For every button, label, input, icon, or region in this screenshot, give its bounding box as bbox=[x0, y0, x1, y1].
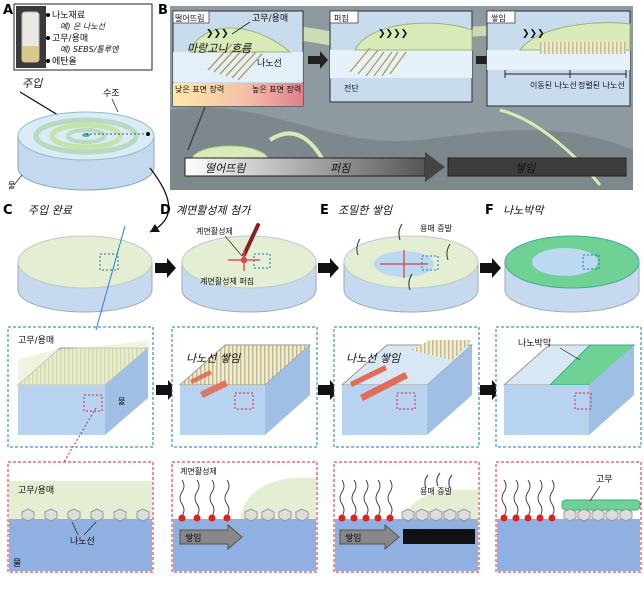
flow-curve bbox=[149, 167, 170, 233]
banner-drop: 떨어뜨림 bbox=[205, 162, 246, 175]
flow-arrows-stack: ❯❯❯ bbox=[522, 29, 545, 39]
rubber-solvent-label-b: 고무/용매 bbox=[252, 13, 288, 24]
panel-f-label: F bbox=[485, 203, 494, 218]
water-bath-label: 수조 bbox=[103, 88, 120, 99]
vial-liquid bbox=[22, 46, 39, 62]
low-tension-label: 낮은 표면 장력 bbox=[175, 84, 224, 94]
water-label-c: 물 bbox=[118, 397, 125, 406]
surfactant-label: 계면활성제 bbox=[196, 226, 233, 236]
row-sections: 고무/용매 나노선 물 계면활성제 쌓임 bbox=[7, 407, 642, 573]
stack-label-e: 쌓임 bbox=[345, 532, 362, 544]
water-label-c2: 물 bbox=[13, 558, 21, 569]
panel-d-label: D bbox=[160, 203, 171, 218]
high-tension-label: 높은 표면 장력 bbox=[252, 84, 301, 94]
flow-arrows-drop: ❯❯❯ bbox=[206, 29, 229, 39]
panel-a-label: A bbox=[3, 3, 13, 18]
arrow-drop-to-spread bbox=[308, 51, 328, 69]
row-blocks: 고무/용매 물 나노선 쌓임 나노선 쌓임 bbox=[7, 225, 642, 448]
panel-d-title: 계면활성제 첨가 bbox=[176, 204, 252, 217]
evaporation-label: 용매 증발 bbox=[420, 223, 453, 233]
surfactant-label-d2: 계면활성제 bbox=[180, 466, 217, 476]
row-dishes: C 주입 완료 D 계면활성제 첨가 E 조밀한 쌓임 F 나노박막 계면활성제… bbox=[3, 203, 640, 313]
panel-e-title: 조밀한 쌓임 bbox=[338, 204, 393, 217]
nanowire-flow-e: 나노선 쌓임 bbox=[346, 352, 401, 365]
spread-box-title: 퍼짐 bbox=[334, 13, 349, 23]
water-label-a: 물 bbox=[8, 181, 15, 190]
drop-box-title: 떨어뜨림 bbox=[175, 13, 204, 23]
legend-item-2: 예) 은 나노선 bbox=[60, 22, 107, 31]
evaporation-label-e2: 용매 증발 bbox=[420, 486, 453, 496]
legend-item-3: 고무/용매 bbox=[52, 33, 88, 44]
panel-a: A 나노재료 예) 은 나노선 고무/용매 예) SEBS/톨루엔 에탄올 주입… bbox=[3, 3, 155, 191]
rubber-solvent-label-c: 고무/용매 bbox=[18, 335, 54, 346]
banner-spread: 퍼짐 bbox=[330, 162, 351, 175]
zoom-box-c bbox=[99, 253, 119, 271]
panel-f-title: 나노박막 bbox=[503, 204, 545, 217]
panel-e-label: E bbox=[320, 203, 329, 218]
aligned-nw-label: 정렬된 나노선 bbox=[578, 80, 625, 90]
panel-c-label: C bbox=[3, 203, 13, 218]
nanofilm-label: 나노박막 bbox=[518, 338, 551, 349]
stack-label-d: 쌓임 bbox=[185, 532, 202, 544]
panel-b-label: B bbox=[158, 3, 168, 18]
stack-box-title: 쌓임 bbox=[491, 14, 506, 23]
panel-b: B 떨어뜨림 고무/용매 마랑고니 흐름 나노선 ❯❯❯ 낮은 표면 장력 높은… bbox=[158, 3, 633, 190]
legend-item-4: 예) SEBS/톨루엔 bbox=[60, 45, 120, 54]
banner-stack: 쌓임 bbox=[515, 162, 536, 175]
flow-arrows-spread: ❯❯❯❯ bbox=[378, 29, 408, 39]
shear-label: 전단 bbox=[344, 83, 359, 93]
surfactant-spread-label: 계면활성제 퍼짐 bbox=[200, 276, 254, 286]
inject-label: 주입 bbox=[22, 77, 43, 90]
rubber-label-f: 고무 bbox=[596, 474, 613, 485]
legend-item-5: 에탄올 bbox=[52, 56, 77, 67]
nanowire-flow-d: 나노선 쌓임 bbox=[186, 352, 241, 365]
marangoni-label: 마랑고니 흐름 bbox=[187, 42, 252, 55]
surfactant-pipette bbox=[242, 223, 260, 257]
nanowire-label-b: 나노선 bbox=[257, 58, 282, 69]
legend-item-1: 나노재료 bbox=[52, 10, 85, 21]
moving-nw-label: 이동된 나노선 bbox=[530, 80, 577, 90]
nanowire-label-c2: 나노선 bbox=[70, 536, 95, 547]
rubber-solvent-label-c2: 고무/용매 bbox=[18, 485, 54, 496]
panel-c-title: 주입 완료 bbox=[28, 204, 73, 217]
dense-stack-label: 조밀한 쌓임 bbox=[416, 531, 460, 543]
